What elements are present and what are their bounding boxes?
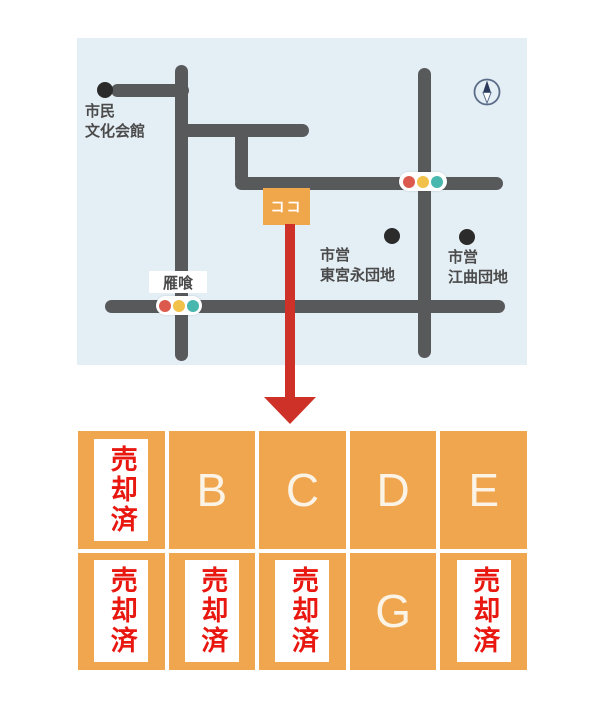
- civic-hall-label-line2: 文化会館: [85, 123, 146, 140]
- sold-badge: 売却済: [275, 560, 330, 663]
- sold-badge-text: 売却済: [287, 566, 318, 657]
- sold-badge: 売却済: [94, 560, 149, 663]
- arrow-down-icon: [264, 397, 316, 424]
- lot-cell-b: B: [168, 431, 256, 549]
- sold-badge-text: 売却済: [106, 566, 137, 657]
- road-bottom-horizontal: [105, 300, 505, 313]
- lot-grid: 売却済 B C D E 売却済 売却済 売却済 G 売却済: [78, 431, 527, 670]
- sold-badge-text: 売却済: [106, 444, 137, 535]
- traffic-light-icon: [399, 172, 447, 191]
- higashimiyanaga-dot: [384, 228, 400, 244]
- lot-cell-sold-4: 売却済: [440, 552, 527, 670]
- lot-cell-a: 売却済: [78, 431, 165, 549]
- civic-hall-label: 市民 文化会館: [85, 102, 145, 142]
- traffic-red-dot: [159, 299, 171, 312]
- sold-badge: 売却済: [456, 560, 511, 663]
- traffic-green-dot: [431, 175, 443, 188]
- emagari-label-line1: 市営: [448, 249, 479, 266]
- road-right-vertical: [418, 68, 431, 358]
- sold-badge-text: 売却済: [197, 566, 228, 657]
- access-map: 市民 文化会館 雁喰 市営 東宮永団地 市営 江曲団地 ココ: [77, 38, 527, 365]
- sold-badge: 売却済: [94, 438, 149, 541]
- gankui-label-text: 雁喰: [162, 274, 193, 292]
- traffic-yellow-dot: [173, 299, 185, 312]
- civic-hall-dot: [97, 82, 113, 98]
- lot-letter: B: [196, 463, 228, 516]
- lot-cell-sold-2: 売却済: [168, 552, 256, 670]
- traffic-light-icon: [156, 296, 202, 315]
- arrow-shaft: [285, 224, 295, 398]
- sold-badge: 売却済: [184, 560, 239, 663]
- road-top-stub: [111, 84, 189, 97]
- road-left-vertical: [175, 65, 188, 361]
- lot-cell-c: C: [259, 431, 346, 549]
- emagari-label-line2: 江曲団地: [448, 269, 509, 286]
- lot-letter: G: [375, 585, 411, 638]
- lot-cell-d: D: [349, 431, 437, 549]
- lot-letter: C: [285, 463, 320, 516]
- traffic-red-dot: [403, 175, 415, 188]
- lot-cell-sold-3: 売却済: [259, 552, 346, 670]
- here-marker-text: ココ: [270, 198, 303, 215]
- higashimiyanaga-label-line2: 東宮永団地: [320, 267, 396, 284]
- lot-cell-e: E: [440, 431, 527, 549]
- compass-north-icon: [472, 77, 502, 107]
- lot-cell-f: 売却済: [78, 552, 165, 670]
- emagari-dot: [459, 229, 475, 245]
- civic-hall-label-line1: 市民: [85, 103, 116, 120]
- higashimiyanaga-label: 市営 東宮永団地: [320, 246, 395, 286]
- lot-letter: D: [376, 463, 410, 516]
- traffic-green-dot: [187, 299, 199, 312]
- sold-badge-text: 売却済: [469, 566, 500, 657]
- road-connector-vertical: [235, 126, 248, 186]
- lot-cell-g: G: [349, 552, 437, 670]
- traffic-yellow-dot: [417, 175, 429, 188]
- here-marker: ココ: [263, 188, 310, 225]
- lot-letter: E: [468, 463, 500, 516]
- emagari-label: 市営 江曲団地: [448, 248, 508, 288]
- higashimiyanaga-label-line1: 市営: [320, 247, 351, 264]
- gankui-label: 雁喰: [149, 271, 207, 293]
